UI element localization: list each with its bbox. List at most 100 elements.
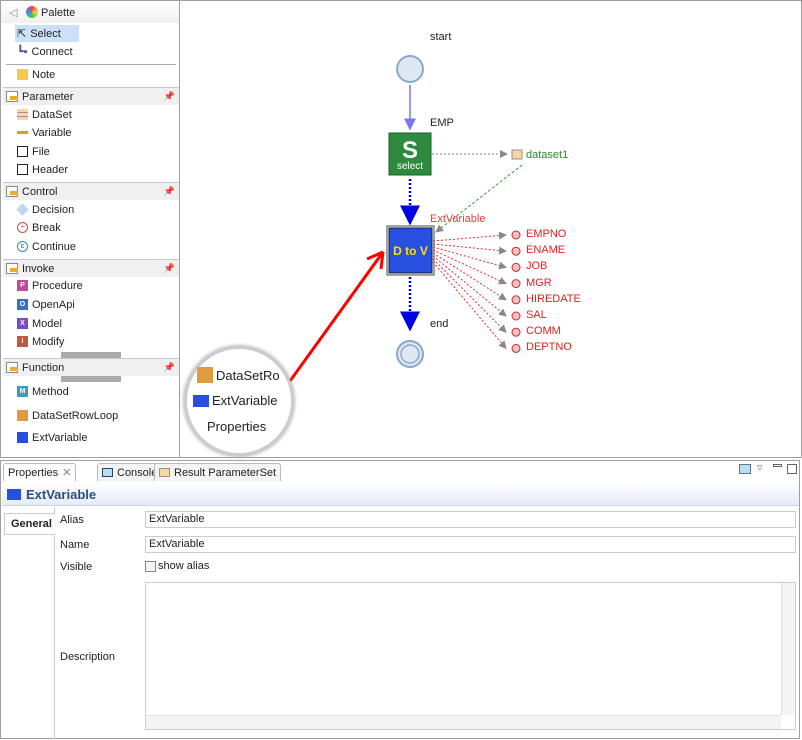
field-node-hiredate[interactable]: HIREDATE: [526, 292, 581, 305]
label: File: [32, 145, 50, 158]
variable-field-icon: [511, 246, 521, 256]
field-node-job[interactable]: JOB: [526, 260, 548, 273]
field-connection[interactable]: [432, 231, 507, 242]
palette-icon: [26, 6, 38, 18]
connection[interactable]: [435, 164, 523, 233]
tool-header[interactable]: Header: [17, 161, 68, 178]
select-node[interactable]: [388, 132, 432, 176]
minimize-icon[interactable]: [773, 464, 782, 467]
connect-icon: ┗▪: [17, 46, 28, 58]
view-menu-icon[interactable]: ▿: [757, 462, 763, 474]
separator: [6, 64, 176, 65]
visible-label: Visible: [60, 561, 93, 573]
drawer-icon: [6, 263, 18, 274]
label: Properties: [8, 466, 59, 479]
field-node-empno[interactable]: EMPNO: [526, 228, 567, 240]
tool-variable[interactable]: Variable: [17, 124, 72, 141]
pointer-icon: ⇱: [17, 28, 27, 40]
tab-properties[interactable]: Properties✕: [3, 463, 77, 481]
magnified-item: DataSetRo: [216, 367, 280, 383]
drawer-icon: [6, 362, 18, 373]
field-node-ename[interactable]: ENAME: [526, 244, 566, 257]
field-connection[interactable]: [432, 246, 507, 270]
field-node-sal[interactable]: SAL: [526, 309, 547, 321]
label: OpenApi: [32, 298, 75, 311]
tool-continue[interactable]: c Continue: [17, 238, 76, 255]
label: Break: [32, 221, 61, 234]
pin-icon[interactable]: 📌: [163, 362, 175, 372]
tool-extvariable[interactable]: ExtVariable: [17, 429, 87, 446]
tool-note[interactable]: Note: [17, 66, 55, 83]
field-node-comm[interactable]: COMM: [526, 325, 561, 338]
tab-console[interactable]: Console: [97, 463, 163, 481]
collapse-icon[interactable]: ◁: [9, 7, 18, 19]
properties-title-bar: ExtVariable: [2, 483, 799, 506]
field-connection[interactable]: [432, 258, 507, 333]
field-node-mgr[interactable]: MGR: [526, 276, 552, 289]
dtov-icon: [7, 489, 21, 500]
tool-dataset[interactable]: DataSet: [17, 106, 72, 123]
start-node[interactable]: [396, 55, 424, 83]
pin-icon[interactable]: 📌: [163, 263, 175, 273]
tool-file[interactable]: File: [17, 143, 50, 160]
rowloop-icon: [197, 367, 213, 383]
tool-break[interactable]: −Break: [17, 219, 61, 236]
label: Continue: [32, 240, 77, 253]
palette-header: ◁ Palette: [1, 3, 179, 23]
label: Note: [32, 68, 56, 81]
dtov-icon: [17, 432, 28, 443]
label: Decision: [32, 203, 75, 216]
scroll-down-button[interactable]: [61, 352, 121, 358]
description-textarea[interactable]: [145, 582, 796, 730]
close-icon[interactable]: ✕: [62, 467, 72, 479]
label: Console: [117, 466, 158, 479]
drawer-control[interactable]: Control📌: [3, 182, 179, 200]
field-connection[interactable]: [432, 252, 507, 301]
magnifier: DataSetRo ExtVariable Properties: [184, 346, 294, 456]
show-alias-checkbox[interactable]: [145, 561, 156, 572]
field-node-deptno[interactable]: DEPTNO: [526, 341, 572, 354]
field-connection[interactable]: [432, 255, 507, 317]
drawer-function[interactable]: Function📌: [3, 358, 179, 376]
tool-decision[interactable]: Decision: [16, 201, 75, 218]
pin-icon[interactable]: 📌: [163, 186, 175, 196]
note-icon: [17, 69, 28, 80]
variable-field-icon: [511, 327, 521, 337]
name-input[interactable]: ExtVariable: [145, 536, 796, 553]
tab-general[interactable]: General: [4, 513, 55, 535]
tool-datasetrowloop[interactable]: DataSetRowLoop: [17, 407, 118, 424]
select-s-icon: S: [402, 137, 418, 164]
model-icon: X: [17, 318, 28, 329]
method-icon: M: [17, 386, 28, 397]
horizontal-scrollbar[interactable]: [146, 715, 781, 729]
field-connection[interactable]: [432, 261, 507, 350]
table-icon: [159, 468, 170, 477]
tool-select[interactable]: ⇱Select: [15, 25, 79, 42]
palette: ◁ Palette ⇱Select ┗▪Connect Note Paramet…: [0, 0, 180, 458]
maximize-icon[interactable]: [787, 464, 797, 474]
pin-view-icon[interactable]: [739, 464, 751, 474]
scroll-up-button[interactable]: [61, 376, 121, 382]
drawer-invoke[interactable]: Invoke📌: [3, 259, 179, 277]
drawer-icon: [6, 91, 18, 102]
pin-icon[interactable]: 📌: [163, 91, 175, 101]
label: Result ParameterSet: [174, 466, 277, 479]
dataset-label: dataset1: [526, 149, 569, 161]
tab-result-parameterset[interactable]: Result ParameterSet: [154, 463, 282, 481]
variable-field-icon: [511, 343, 521, 353]
dtov-node[interactable]: [388, 227, 433, 274]
select-text: select: [396, 161, 424, 172]
field-connection[interactable]: [432, 243, 507, 255]
tool-connect[interactable]: ┗▪Connect: [17, 43, 73, 60]
field-connection[interactable]: [432, 249, 507, 285]
alias-input[interactable]: ExtVariable: [145, 511, 796, 528]
vertical-scrollbar[interactable]: [781, 583, 795, 715]
drawer-parameter[interactable]: Parameter📌: [3, 87, 179, 105]
diagram: S: [288, 55, 523, 382]
continue-icon: c: [17, 241, 28, 252]
